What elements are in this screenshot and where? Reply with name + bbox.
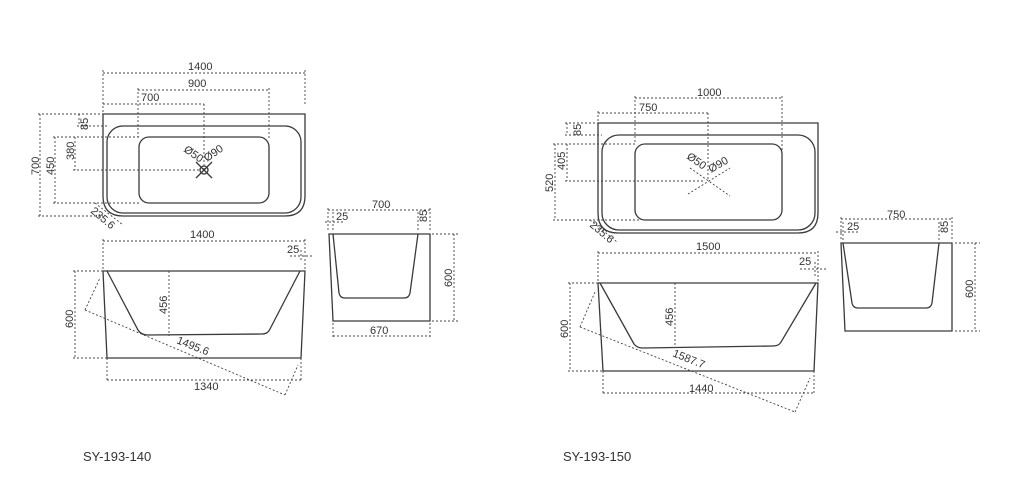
dim-drain-x: 750 bbox=[639, 102, 657, 114]
dim-height: 600 bbox=[64, 310, 76, 328]
side-view: 1500 25 456 600 1587.7 1440 bbox=[559, 241, 826, 413]
dim-inner-width: 450 bbox=[45, 157, 57, 175]
dim-rim: 85 bbox=[79, 118, 91, 130]
side-view: 1400 25 456 600 1495.6 1340 bbox=[64, 229, 312, 396]
dim-drain-small: Ø50 bbox=[684, 151, 708, 173]
dim-end-height: 600 bbox=[964, 280, 976, 298]
model-sy-193-150: 1000 750 520 405 85 Ø50 Ø90 235.6 1500 2… bbox=[544, 87, 980, 464]
dim-side-length: 1400 bbox=[190, 229, 214, 241]
dim-basin-length: 1000 bbox=[697, 87, 721, 99]
dim-depth: 456 bbox=[158, 296, 170, 314]
dim-end-base: 670 bbox=[370, 325, 388, 337]
dim-end-width: 750 bbox=[887, 209, 905, 221]
end-view: 700 25 85 600 670 bbox=[325, 199, 458, 338]
dim-end-width: 700 bbox=[372, 199, 390, 211]
dim-drain-x: 700 bbox=[141, 92, 159, 104]
dim-diagonal: 1587.7 bbox=[671, 348, 707, 372]
dim-wall-right: 85 bbox=[939, 221, 951, 233]
top-view: 1400 900 700 700 450 380 85 Ø50 Ø90 235.… bbox=[30, 61, 306, 232]
dim-drain-y: 380 bbox=[65, 142, 77, 160]
model-label: SY-193-140 bbox=[83, 449, 151, 464]
dim-offset: 25 bbox=[287, 244, 299, 256]
dim-rim: 85 bbox=[572, 124, 584, 136]
model-label: SY-193-150 bbox=[563, 449, 631, 464]
dim-side-length: 1500 bbox=[696, 241, 720, 253]
dim-wall-left: 25 bbox=[847, 221, 859, 233]
dim-length: 1400 bbox=[188, 61, 212, 73]
dim-width: 700 bbox=[30, 157, 42, 175]
dim-base: 1440 bbox=[689, 383, 713, 395]
dim-drain-large: Ø90 bbox=[707, 155, 731, 176]
dim-depth: 456 bbox=[664, 308, 676, 326]
dim-end-height: 600 bbox=[443, 269, 455, 287]
dim-width: 520 bbox=[544, 174, 556, 192]
dim-corner: 235.6 bbox=[587, 219, 616, 246]
dim-diagonal: 1495.6 bbox=[175, 335, 211, 359]
drain-icon bbox=[687, 167, 731, 197]
model-sy-193-140: 1400 900 700 700 450 380 85 Ø50 Ø90 235.… bbox=[30, 61, 458, 464]
top-view: 1000 750 520 405 85 Ø50 Ø90 235.6 bbox=[544, 87, 819, 246]
dim-basin-length: 900 bbox=[188, 78, 206, 90]
dim-offset: 25 bbox=[799, 256, 811, 268]
dim-drain-large: Ø90 bbox=[202, 143, 226, 165]
dim-wall-right: 85 bbox=[418, 210, 430, 222]
dim-wall-left: 25 bbox=[336, 211, 348, 223]
dim-height: 600 bbox=[559, 320, 571, 338]
dim-base: 1340 bbox=[194, 381, 218, 393]
end-view: 750 25 85 600 bbox=[836, 209, 980, 332]
dim-drain-y: 405 bbox=[556, 152, 568, 170]
